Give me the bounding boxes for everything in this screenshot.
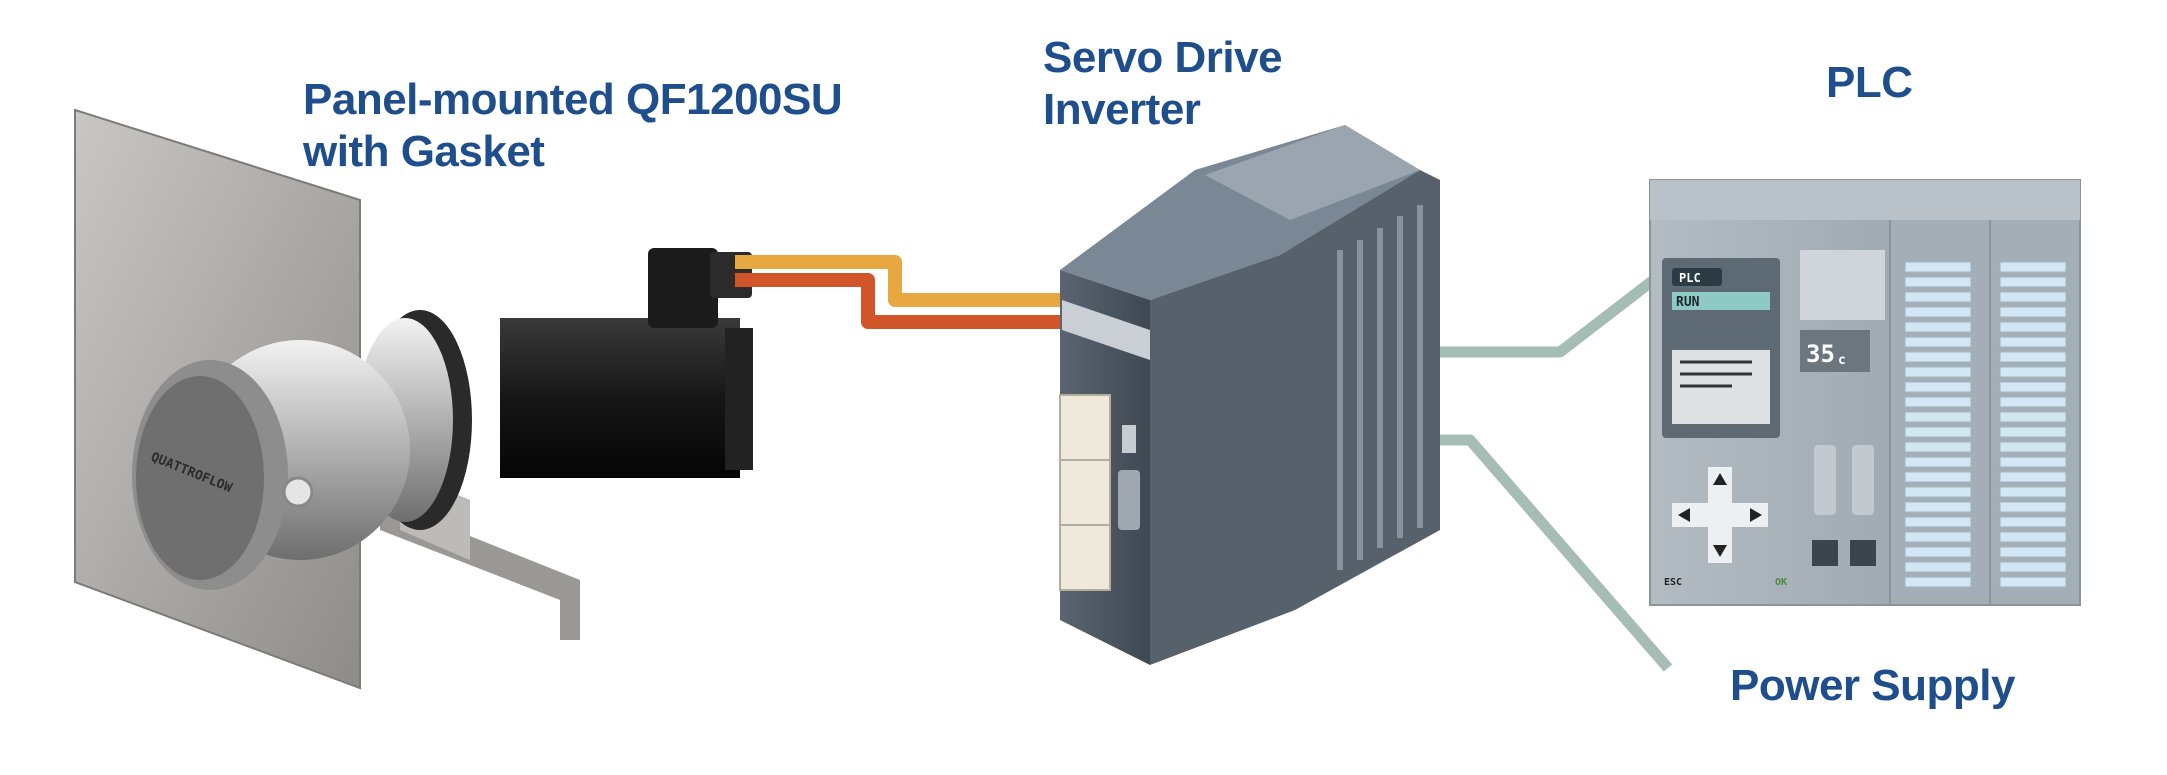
io-channel-slot [1999,321,2067,333]
drive-terminal-block [1059,394,1111,591]
io-channel-slot [1904,501,1972,513]
drive-heatsink-top [1205,125,1420,220]
io-channel-slot [1904,561,1972,573]
plc-temp-value: 35 [1806,340,1835,368]
plc-io-channels [1904,261,2067,588]
plc-serial-port [1852,445,1874,515]
plc-temp-unit: c [1838,353,1846,368]
drive-label-line2: Inverter [1043,85,1201,134]
plc-status-bar [1672,292,1770,310]
pump-assembly: QUATTROFLOW [74,108,753,690]
pump-label: Panel-mounted QF1200SU with Gasket [303,74,843,178]
plc-ethernet-port [1812,540,1838,566]
io-channel-slot [1904,306,1972,318]
power-supply-label: Power Supply [1730,661,2015,710]
drive-label-line1: Servo Drive [1043,33,1283,82]
io-channel-slot [1999,471,2067,483]
io-channel-slot [1904,336,1972,348]
io-channel-slot [1999,561,2067,573]
io-channel-slot [1999,276,2067,288]
plc-serial-port [1814,445,1836,515]
io-channel-slot [1904,576,1972,588]
io-channel-slot [1904,396,1972,408]
drive-power-connector [1440,434,1673,672]
motor-end-cap [725,328,753,470]
io-channel-slot [1904,411,1972,423]
drive-front-band [1062,300,1150,360]
drive-serial-port [1118,470,1140,530]
io-channel-slot [1999,441,2067,453]
plc-label: PLC [1826,58,1913,107]
io-channel-slot [1999,396,2067,408]
plc-ok-key: OK [1775,577,1787,588]
io-channel-slot [1904,426,1972,438]
io-channel-slot [1999,306,2067,318]
io-channel-slot [1904,366,1972,378]
io-channel-slot [1904,471,1972,483]
io-channel-slot [1999,531,2067,543]
io-channel-slot [1999,456,2067,468]
io-channel-slot [1904,486,1972,498]
io-channel-slot [1999,411,2067,423]
io-channel-slot [1904,276,1972,288]
pump-label-line1: Panel-mounted QF1200SU [303,75,843,124]
plc-aux-display [1800,250,1885,320]
drive-plc-connector [1440,270,1664,358]
io-channel-slot [1904,351,1972,363]
io-channel-slot [1904,321,1972,333]
servo-motor [500,318,740,478]
io-channel-slot [1999,261,2067,273]
cable-red [735,273,1065,329]
pump-label-line2: with Gasket [303,127,545,176]
io-channel-slot [1999,486,2067,498]
cable-orange [735,255,1065,307]
drive-label: Servo Drive Inverter [1043,32,1283,136]
io-channel-slot [1999,291,2067,303]
plc-status-text: RUN [1676,295,1700,310]
io-channel-slot [1999,366,2067,378]
io-channel-slot [1904,441,1972,453]
plc-temp-display [1800,330,1870,372]
io-channel-slot [1999,546,2067,558]
plc-badge-text: PLC [1679,271,1701,285]
plc-top-band [1650,180,2080,220]
io-channel-slot [1904,531,1972,543]
io-channel-slot [1904,291,1972,303]
plc-ethernet-port [1850,540,1876,566]
io-channel-slot [1904,516,1972,528]
io-channel-slot [1904,546,1972,558]
io-channel-slot [1904,261,1972,273]
drive-side-face [1150,170,1440,665]
io-channel-slot [1999,516,2067,528]
plc-dpad [1672,467,1768,563]
io-channel-slot [1999,336,2067,348]
io-channel-slot [1904,456,1972,468]
drive-usb-port [1122,425,1136,453]
io-channel-slot [1999,351,2067,363]
pump-port [282,476,314,508]
io-channel-slot [1999,501,2067,513]
io-channel-slot [1999,576,2067,588]
servo-drive [1059,125,1440,665]
motor-connector [648,248,718,328]
io-channel-slot [1904,381,1972,393]
plc-esc-key: ESC [1664,577,1682,588]
plc-badge-bg [1672,268,1722,286]
io-channel-slot [1999,381,2067,393]
pump-head-face [136,376,264,580]
io-channel-slot [1999,426,2067,438]
